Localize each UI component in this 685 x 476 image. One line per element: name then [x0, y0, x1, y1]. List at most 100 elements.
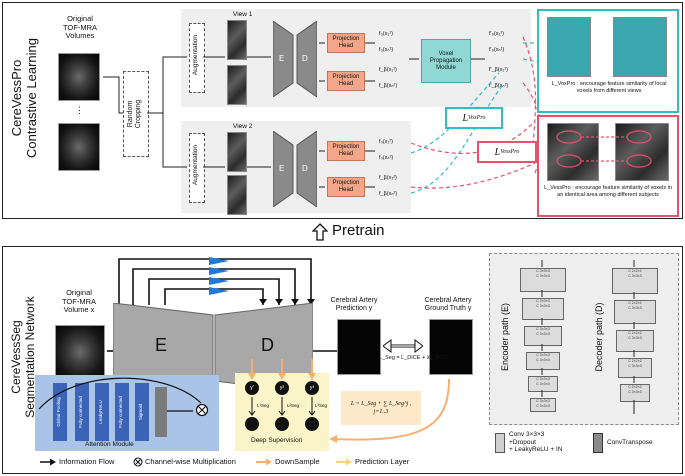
- skip-connections: [107, 257, 337, 352]
- feature-out-3: f'_β(xₙ¹): [489, 83, 509, 89]
- ds-gt-node-1: [275, 417, 289, 431]
- feature-v1-2: f_β(x₁¹): [379, 67, 397, 73]
- downsample-arrows: [248, 359, 450, 443]
- projection-head-v2-a: Projection Head: [327, 141, 365, 161]
- attention-block-1: Fully connected: [75, 383, 89, 441]
- prediction-label: Cerebral Artery Prediction y: [330, 297, 378, 312]
- voxpro-scan-2: [613, 17, 667, 77]
- feature-out-1: f'₀(xₙ¹): [489, 47, 505, 53]
- attention-block-0: Global Pooling: [53, 383, 67, 441]
- path-arrows: [541, 260, 635, 414]
- projection-head-v1-b: Projection Head: [327, 71, 365, 91]
- ds-node-1: y²: [275, 381, 289, 395]
- ds-loss-0: L¹Seg: [257, 403, 270, 408]
- ds-loss-1: L²Seg: [287, 403, 300, 408]
- vesspro-caption: L_VessPro : encourage feature similarity…: [544, 185, 672, 198]
- top-encoder-decoder-1: [273, 21, 317, 97]
- ds-gt-node-0: [245, 417, 259, 431]
- loss-seg-label: L_Seg = L_DICE + λL_BCE: [379, 355, 447, 361]
- view1-crop-1: [227, 20, 247, 60]
- view2-crop-1: [227, 132, 247, 172]
- bottom-panel: CereVessSeg Segmentation Network Origina…: [2, 246, 683, 474]
- feature-out-2: f'_β(x₁¹): [489, 67, 508, 73]
- dec-block-3: C 2×2×2 C 3×3×3: [616, 330, 654, 352]
- view1-label: View 1: [233, 11, 253, 18]
- vesspro-illustration: L_VessPro : encourage feature similarity…: [537, 115, 679, 217]
- enc-block-3: C 3×3×3 C 3×3×3: [524, 326, 562, 346]
- view2-label: View 2: [233, 123, 253, 130]
- ds-node-label-1: y²: [279, 385, 285, 391]
- feature-v1-0: f₀(x₁¹): [379, 31, 393, 37]
- feature-v2-3: f_β(xₙ²): [379, 191, 398, 197]
- voxpro-illustration: L_VoxPro : encourage feature similarity …: [537, 9, 679, 113]
- feature-v2-1: f₀(xₙ²): [379, 155, 394, 161]
- prediction-layer-legend-icon: [336, 458, 352, 466]
- seg-decoder-label: D: [261, 335, 274, 355]
- compare-arrow-icon: [383, 339, 423, 353]
- original-volumes-label: Original TOF-MRA Volumes: [62, 14, 98, 40]
- view1-crop-2: [227, 65, 247, 105]
- top-encoder-label-2: E: [279, 164, 285, 173]
- original-volume-1: [58, 53, 100, 101]
- dec-block-1: C 2×2×2 C 3×3×3: [612, 268, 658, 294]
- feature-v2-2: f_β(x₁²): [379, 175, 397, 181]
- seg-encoder-label: E: [155, 335, 168, 355]
- top-encoder-decoder-2: [273, 131, 317, 207]
- random-cropping-box: Random Cropping: [123, 71, 149, 157]
- info-flow-arrow-icon: [40, 458, 56, 466]
- original-volume-2: [58, 123, 100, 171]
- downsample-legend-icon: [256, 458, 272, 466]
- deep-supervision-box: y' y² y³ L¹Seg L²Seg L³Seg Deep Supervis…: [235, 373, 329, 451]
- attention-curve: [38, 377, 202, 412]
- enc-block-5: C 3×3×3 C 3×3×3: [528, 376, 558, 392]
- top-decoder-label-2: D: [302, 164, 308, 173]
- top-panel: CereVessPro Contrastive Learning Origina…: [2, 2, 683, 219]
- voxel-propagation-label: Voxel Propagation Module: [429, 50, 463, 71]
- ds-gt-node-2: [305, 417, 319, 431]
- ds-arrows: [248, 397, 316, 416]
- dec-block-4: C 2×2×2 C 3×3×3: [618, 358, 652, 378]
- feature-v1-1: f₀(xₙ¹): [379, 47, 394, 53]
- dec-block-5: C 2×2×2 C 3×3×3: [620, 384, 650, 402]
- ground-truth-label: Cerebral Artery Ground Truth y: [424, 297, 472, 312]
- dec-block-2: C 2×2×2 C 3×3×3: [614, 300, 656, 324]
- voxpro-scan-1: [547, 17, 591, 77]
- original-volume-x: [55, 325, 105, 379]
- up-arrow-icon: [312, 223, 328, 241]
- loss-vesspro-subscript: VessPro: [500, 149, 520, 155]
- legend-downsample: DownSample: [275, 457, 320, 466]
- view2-crop-2: [227, 175, 247, 215]
- enc-block-4: C 3×3×3 C 3×3×3: [526, 352, 560, 370]
- channel-mult-icon: [195, 403, 209, 417]
- total-loss-box: L = L_Seg + ∑ L_Seg^j , j=1..3: [341, 391, 421, 425]
- vesspro-highlights: [556, 130, 652, 168]
- loss-voxpro-symbol: L: [462, 112, 469, 124]
- legend-convtranspose-swatch: [593, 433, 603, 453]
- path-panel: Encoder path (E) Decoder path (D) C 3×3×…: [489, 253, 679, 425]
- top-encoder-label-1: E: [279, 54, 285, 63]
- legend-convtranspose-label: ConvTranspose: [607, 439, 653, 446]
- augmentation-box-1: Augmentation: [189, 23, 205, 93]
- total-loss-label: L = L_Seg + ∑ L_Seg^j , j=1..3: [350, 401, 412, 415]
- channel-mult-legend-icon: [133, 457, 143, 467]
- attention-block-5: [155, 387, 167, 437]
- deep-supervision-label: Deep Supervision: [251, 437, 303, 444]
- seg-encoder-decoder: [113, 303, 313, 393]
- ds-node-2: y³: [305, 381, 319, 395]
- prediction-volume: [337, 319, 381, 375]
- voxpro-caption: L_VoxPro : encourage feature similarity …: [551, 81, 667, 94]
- ground-truth-volume: [429, 319, 473, 375]
- voxel-propagation-module: Voxel Propagation Module: [421, 39, 471, 83]
- top-decoder-label-1: D: [302, 54, 308, 63]
- vesspro-scan-1: [547, 123, 599, 181]
- legend-information-flow: Information Flow: [59, 457, 115, 466]
- feature-v1-3: f_β(xₙ¹): [379, 83, 398, 89]
- attention-module-label: Attention Module: [85, 441, 134, 448]
- original-volume-label: Original TOF-MRA Volume x: [61, 288, 97, 314]
- enc-block-1: C 3×3×3 C 3×3×3: [520, 268, 566, 292]
- ds-node-label-0: y': [250, 385, 254, 391]
- ds-loss-2: L³Seg: [315, 403, 328, 408]
- legend-conv-label: Conv 3×3×3 +Dropout + LeakyReLU + IN: [509, 431, 563, 453]
